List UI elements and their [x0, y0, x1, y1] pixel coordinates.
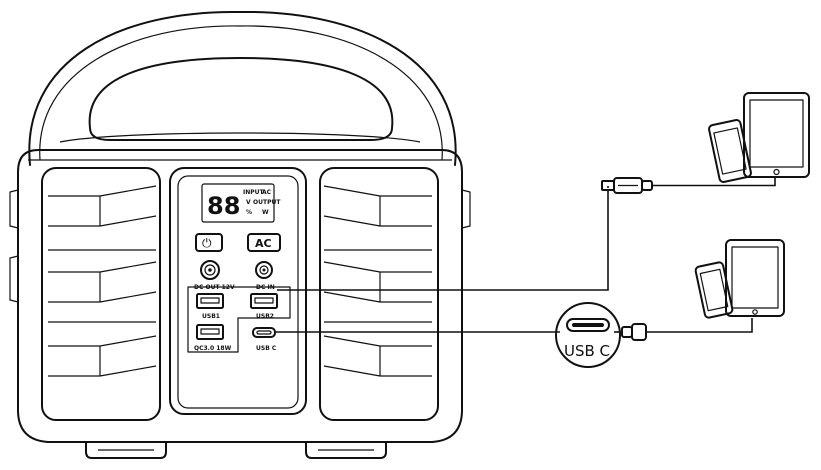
lcd-display: 88 INPUT AC V OUTPUT % W	[201, 183, 281, 223]
display-legend-input: INPUT	[243, 189, 265, 196]
usb2-port: USB2	[250, 293, 278, 320]
usbc-callout: USB C	[555, 302, 621, 368]
usb-a-plug	[601, 177, 776, 194]
ac-button-label: AC	[255, 237, 272, 250]
usb1-label: USB1	[202, 313, 220, 320]
power-button[interactable]: ⏻	[195, 233, 223, 252]
main-housing	[17, 149, 463, 443]
display-legend-percent: %	[246, 209, 252, 216]
phone-top	[708, 119, 752, 183]
phone-bottom	[694, 261, 734, 319]
handle-opening	[88, 57, 394, 141]
usb-a-cable	[277, 186, 609, 291]
carry-handle	[28, 10, 457, 166]
power-station: 88 INPUT AC V OUTPUT % W ⏻ AC	[9, 10, 471, 459]
power-icon: ⏻	[202, 236, 212, 250]
display-digits: 88	[207, 192, 240, 220]
right-foot	[305, 441, 387, 459]
tablet-top	[743, 92, 810, 178]
right-vent-panel	[319, 167, 439, 421]
usbc-callout-label: USB C	[564, 342, 610, 360]
qc-port: QC3.0 18W	[194, 324, 232, 352]
left-foot	[85, 441, 167, 459]
display-legend-v: V	[246, 199, 251, 206]
usb2-label: USB2	[256, 313, 274, 320]
ac-button[interactable]: AC	[247, 233, 281, 252]
usb1-port: USB1	[196, 293, 224, 320]
qc-label: QC3.0 18W	[194, 345, 232, 352]
display-legend-w: W	[262, 209, 269, 216]
usbc-port-label: USB C	[256, 345, 277, 352]
left-vent-panel	[41, 167, 161, 421]
control-panel: 88 INPUT AC V OUTPUT % W ⏻ AC	[169, 167, 307, 415]
usbc-port: USB C	[252, 327, 277, 352]
display-legend-ac: AC	[262, 189, 272, 196]
usb-c-plug	[621, 318, 753, 341]
tablet-bottom	[725, 239, 785, 317]
display-legend-output: OUTPUT	[253, 199, 281, 206]
